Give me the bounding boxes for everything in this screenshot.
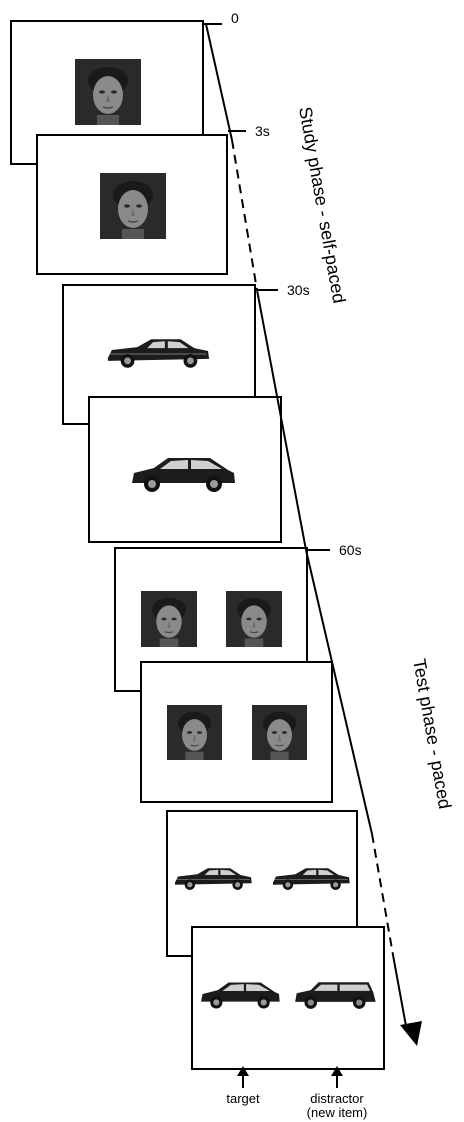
timeline-solid-segment: [205, 23, 233, 141]
face-photo: [141, 591, 197, 647]
response-annotations: target distractor (new item): [226, 1066, 367, 1120]
face-photo: [252, 705, 307, 760]
timeline-solid-segment: [256, 289, 307, 551]
frame-6-test-faces: [140, 661, 333, 803]
frame-4-study-car: [88, 396, 282, 543]
timeline-solid-segment: [392, 954, 407, 1027]
tick-label-60s: 60s: [339, 542, 362, 558]
frame-2-study-face: [36, 134, 228, 275]
face-photo: [100, 173, 166, 239]
tick-label-0: 0: [231, 10, 239, 26]
distractor-label: distractor: [310, 1091, 364, 1106]
timeline: [204, 23, 422, 1046]
target-label: target: [226, 1091, 260, 1106]
study-phase-label: Study phase - self-paced: [295, 105, 349, 305]
test-phase-label: Test phase - paced: [409, 657, 455, 810]
timeline-arrowhead: [400, 1021, 422, 1046]
face-photo: [75, 59, 141, 125]
tick-label-30s: 30s: [287, 282, 310, 298]
target-arrowhead: [237, 1066, 249, 1076]
frame-8-test-cars: [191, 926, 385, 1070]
timeline-solid-segment: [305, 549, 373, 835]
timeline-dashed-segment: [371, 833, 394, 956]
distractor-arrowhead: [331, 1066, 343, 1076]
face-photo: [226, 591, 282, 647]
face-photo: [167, 705, 222, 760]
tick-label-3s: 3s: [255, 123, 270, 139]
timeline-dashed-segment: [231, 139, 258, 291]
distractor-sublabel: (new item): [307, 1105, 368, 1120]
